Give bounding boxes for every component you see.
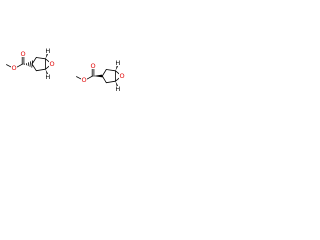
atom-label-o: O xyxy=(20,50,25,58)
bonds-left xyxy=(6,53,50,75)
atom-bridgehead-h-bottom: H xyxy=(115,85,120,93)
atom-label-o: O xyxy=(49,60,54,68)
wedge-h-bottom xyxy=(45,69,48,75)
bond-epoxide-c3-o xyxy=(115,70,120,75)
bond-epoxide-c4-o xyxy=(45,65,50,70)
atom-label-o: O xyxy=(90,62,95,70)
stereo-wedge-bond xyxy=(93,74,103,78)
atom-bridgehead-h-bottom: H xyxy=(45,73,50,81)
bond-ester-o-carbonyl-c xyxy=(16,63,24,68)
atom-carbonyl-oxygen: O xyxy=(20,50,26,58)
atom-label-h: H xyxy=(115,59,120,67)
bond-ring-c5-c4 xyxy=(105,80,116,84)
atom-label-h: H xyxy=(45,73,50,81)
wedge-h-top xyxy=(115,65,118,71)
bond-epoxide-c4-o xyxy=(115,77,120,82)
atom-bridgehead-h-top: H xyxy=(45,47,50,55)
atom-epoxide-oxygen: O xyxy=(49,60,55,68)
bond-ring-c1-c2 xyxy=(31,57,37,65)
atom-epoxide-oxygen: O xyxy=(119,72,125,80)
bond-methyl-ester-o xyxy=(76,76,82,80)
bond-ring-c1-c5 xyxy=(31,63,37,72)
bond-methyl-ester-o xyxy=(6,64,12,68)
bond-ring-c1-c5 xyxy=(101,75,107,84)
atom-ester-oxygen: O xyxy=(11,64,17,72)
atom-bridgehead-h-top: H xyxy=(115,59,120,67)
structure-canvas: O O O H H xyxy=(6,47,125,93)
atom-label-h: H xyxy=(45,47,50,55)
atoms-right: O O O H H xyxy=(81,59,125,93)
atom-label-o: O xyxy=(11,64,16,72)
bond-ring-c5-c4 xyxy=(35,68,46,72)
atom-label-o: O xyxy=(119,72,124,80)
atom-ester-oxygen: O xyxy=(81,76,87,84)
molecule-right: O O O H H xyxy=(76,59,125,93)
bond-ring-c2-c3 xyxy=(105,69,116,72)
molecule-left: O O O H H xyxy=(6,47,55,81)
wedge-h-top xyxy=(45,53,48,59)
stereo-hashed-bond xyxy=(24,60,33,68)
atom-label-h: H xyxy=(115,85,120,93)
bond-ester-o-carbonyl-c xyxy=(86,75,93,80)
bond-epoxide-c3-o xyxy=(45,58,50,63)
bond-ring-c2-c3 xyxy=(35,57,46,60)
wedge-h-bottom xyxy=(115,81,118,87)
bonds-right xyxy=(76,65,120,87)
atom-carbonyl-oxygen: O xyxy=(90,62,96,70)
bond-ring-c1-c2 xyxy=(101,69,107,77)
atom-label-o: O xyxy=(81,76,86,84)
atoms-left: O O O H H xyxy=(11,47,55,81)
